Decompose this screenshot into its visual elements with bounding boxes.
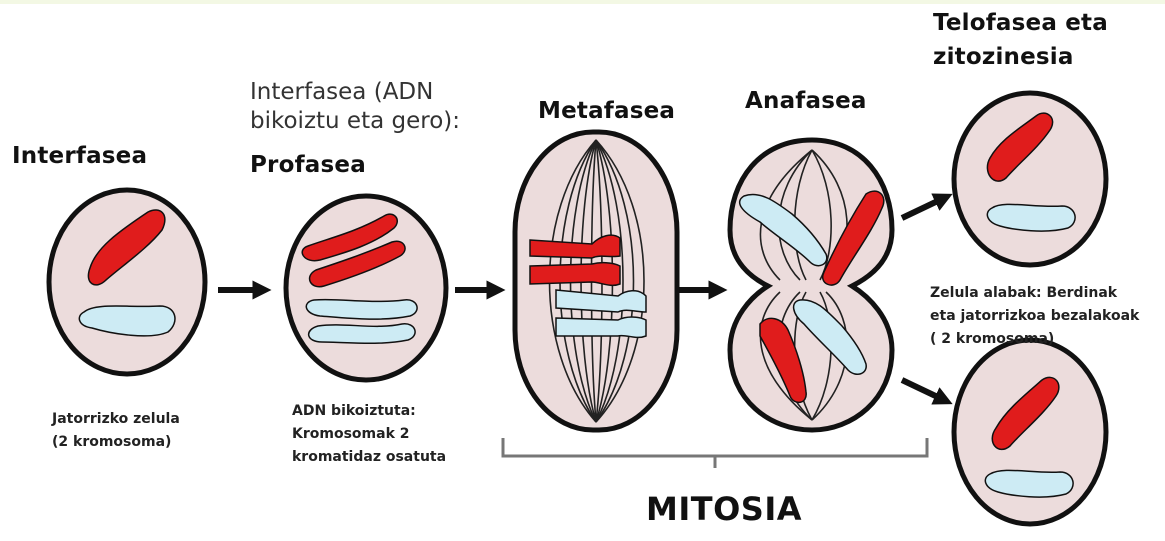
anaphase-membrane [730,140,892,430]
prophase-caption-line-2: Kromosomak 2 [292,423,410,446]
interphase-title: Interfasea [12,143,147,169]
prophase-caption-line-1: ADN bikoiztuta: [292,400,416,423]
telophase-cell-top [954,93,1106,265]
metaphase-title: Metafasea [538,98,675,124]
prophase-pre-title-line-2: bikoiztu eta gero): [250,107,460,136]
arrow-anaphase-to-telophase-top [902,198,944,218]
prophase-blue-chromatid-2 [309,324,415,344]
prophase-title: Profasea [250,152,366,178]
prophase-cell [286,196,446,380]
interphase-caption-line-2: (2 kromosoma) [52,431,171,454]
mitosis-label: MITOSIA [646,490,802,528]
telophase-cell-bottom [954,340,1106,524]
metaphase-cell [515,132,677,430]
metaphase-blue-chromosome-2 [556,317,646,337]
anaphase-title: Anafasea [745,88,867,114]
prophase-pre-title-line-1: Interfasea (ADN [250,78,433,107]
telophase-top-membrane [954,93,1106,265]
telophase-caption-line-1: Zelula alabak: Berdinak [930,282,1117,305]
arrow-anaphase-to-telophase-bottom [902,380,944,400]
interphase-caption-line-1: Jatorrizko zelula [52,408,180,431]
telophase-title-line-1: Telofasea eta [933,10,1108,36]
metaphase-red-chromosome-2 [530,263,620,286]
prophase-caption-line-3: kromatidaz osatuta [292,446,446,469]
anaphase-cell [730,140,892,430]
prophase-membrane [286,196,446,380]
mitosis-bracket [503,438,927,468]
telophase-title-line-2: zitozinesia [933,44,1074,70]
prophase-blue-chromatid-1 [306,300,417,320]
interphase-cell [49,190,205,374]
telophase-caption-line-2: eta jatorrizkoa bezalakoak [930,305,1139,328]
interphase-membrane [49,190,205,374]
telophase-caption-line-3: ( 2 kromosoma) [930,328,1054,351]
